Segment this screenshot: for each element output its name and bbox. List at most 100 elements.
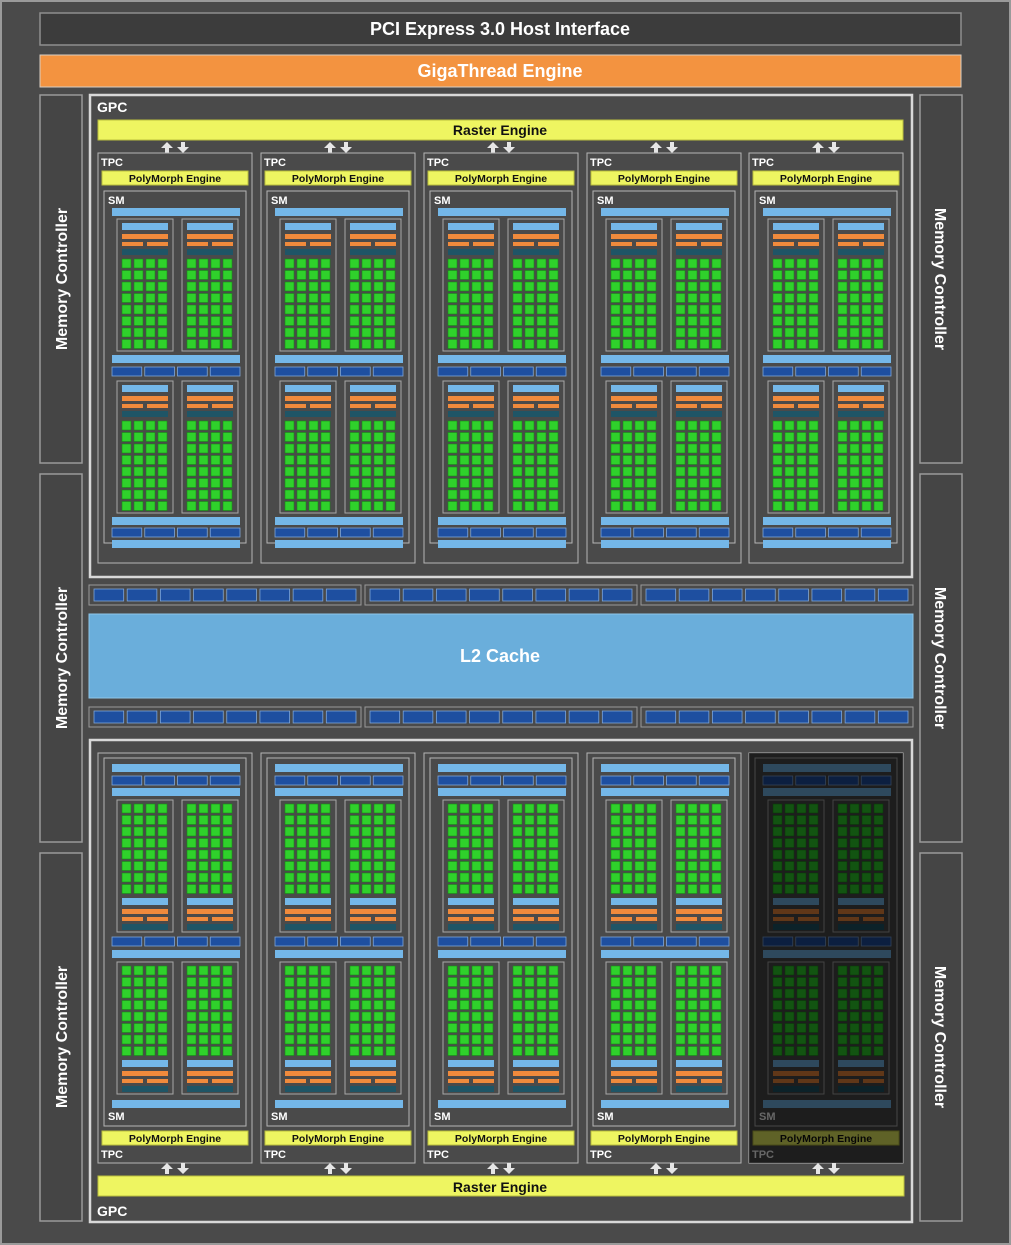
cuda-core	[536, 1011, 547, 1022]
dispatch-unit	[122, 242, 143, 246]
texture-unit	[600, 366, 632, 377]
cuda-core	[296, 304, 307, 315]
cuda-core	[222, 293, 233, 303]
cuda-core	[284, 803, 295, 814]
crossbar-unit	[711, 588, 743, 602]
cuda-core	[483, 455, 494, 465]
texture-unit	[274, 527, 306, 538]
texture-unit	[372, 527, 404, 538]
texture-unit	[633, 775, 664, 786]
cuda-core	[373, 466, 384, 477]
texture-unit	[437, 936, 469, 947]
cuda-core	[349, 838, 360, 848]
cuda-core	[373, 1011, 384, 1022]
shared-memory-unit	[438, 950, 566, 958]
texture-unit	[340, 936, 371, 947]
cuda-core	[361, 432, 372, 442]
cuda-core	[483, 872, 494, 883]
cuda-core	[610, 443, 621, 454]
cuda-core	[873, 304, 884, 315]
cuda-core	[622, 258, 633, 269]
cuda-core	[210, 1011, 221, 1022]
cuda-core	[548, 304, 559, 315]
processing-block	[344, 380, 402, 514]
dispatch-units	[513, 898, 559, 930]
processing-block-frame	[344, 218, 402, 352]
shared-memory-unit	[438, 517, 566, 525]
cuda-core	[687, 884, 698, 894]
cuda-core	[284, 270, 295, 280]
cuda-core	[512, 965, 523, 976]
cuda-core	[622, 1034, 633, 1045]
cuda-core	[646, 432, 657, 442]
cuda-core	[646, 327, 657, 338]
cuda-core	[524, 420, 535, 431]
cuda-core	[610, 258, 621, 269]
cuda-core	[198, 420, 209, 431]
cuda-core	[808, 501, 819, 511]
cuda-core	[210, 316, 221, 326]
cuda-core	[861, 316, 872, 326]
cuda-core	[222, 489, 233, 500]
cuda-core	[186, 466, 197, 477]
cuda-core	[699, 884, 710, 894]
cuda-core	[296, 988, 307, 999]
cuda-core	[210, 872, 221, 883]
dispatch-units	[187, 1060, 233, 1092]
warp-scheduler-unit	[122, 234, 168, 239]
cuda-core	[796, 478, 807, 488]
processing-block-frame	[507, 961, 565, 1095]
cuda-core	[687, 861, 698, 871]
cuda-core	[447, 1034, 458, 1045]
cuda-core	[808, 270, 819, 280]
cuda-core	[687, 988, 698, 999]
crossbar-unit	[435, 588, 467, 602]
cuda-core	[873, 455, 884, 465]
cuda-core	[210, 455, 221, 465]
processing-block	[507, 380, 565, 514]
texture-unit	[307, 775, 338, 786]
cuda-core	[634, 466, 645, 477]
crossbar-unit	[645, 588, 677, 602]
cuda-core	[622, 803, 633, 814]
cuda-core	[471, 420, 482, 431]
processing-block-frame	[344, 380, 402, 514]
memory-controller-label: Memory Controller	[54, 587, 71, 729]
cuda-core	[296, 293, 307, 303]
texture-unit-row	[600, 936, 730, 947]
instruction-buffer-unit	[448, 898, 494, 905]
cuda-core	[512, 293, 523, 303]
processing-block-frame	[279, 380, 337, 514]
instruction-cache-unit	[275, 208, 403, 216]
cuda-core	[772, 304, 783, 315]
cuda-core	[308, 304, 319, 315]
warp-scheduler-unit	[122, 396, 168, 401]
cuda-core	[157, 478, 168, 488]
cuda-core	[512, 432, 523, 442]
cuda-core	[373, 1023, 384, 1033]
crossbar-unit	[811, 588, 843, 602]
cuda-core	[512, 826, 523, 837]
cuda-core	[524, 803, 535, 814]
cuda-core	[512, 258, 523, 269]
cuda-core	[210, 501, 221, 511]
cuda-core	[447, 826, 458, 837]
cuda-core	[471, 988, 482, 999]
cuda-core	[837, 501, 848, 511]
instruction-buffer-unit	[513, 223, 559, 230]
cuda-core	[675, 965, 686, 976]
cuda-core	[210, 803, 221, 814]
cuda-core	[121, 466, 132, 477]
cuda-core	[459, 316, 470, 326]
cuda-core	[784, 489, 795, 500]
cuda-core	[675, 478, 686, 488]
cuda-core	[524, 965, 535, 976]
register-file-unit	[350, 1086, 396, 1092]
dispatch-unit	[448, 242, 469, 246]
cuda-core	[447, 316, 458, 326]
register-file-unit	[611, 411, 657, 417]
l1-cache-unit	[438, 540, 566, 548]
cuda-core	[385, 849, 396, 860]
raster-engine-label: Raster Engine	[453, 122, 547, 138]
